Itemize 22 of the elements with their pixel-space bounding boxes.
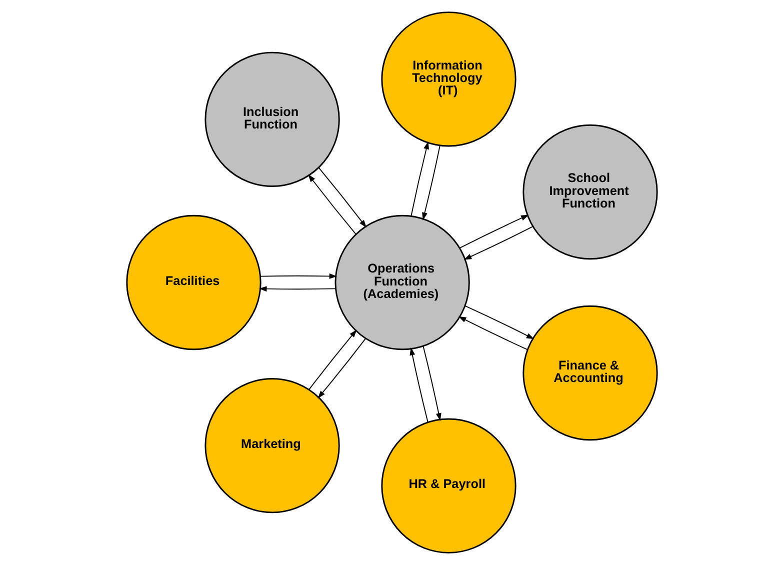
arrow (458, 316, 528, 350)
arrow (318, 167, 367, 228)
arrow (308, 174, 356, 235)
arrow (422, 144, 440, 220)
node-circle: HR & Payroll (381, 418, 516, 554)
arrow (459, 214, 529, 249)
arrow (410, 347, 428, 423)
node-circle: Marketing (204, 378, 340, 514)
arrow (410, 141, 429, 217)
node-circle: Operations Function (Academies) (334, 214, 470, 350)
arrow (308, 330, 357, 390)
node-circle: School Improvement Function (522, 124, 658, 260)
node-circle: Facilities (126, 214, 262, 350)
arrow (464, 226, 534, 260)
arrow (258, 286, 336, 292)
arrow (260, 273, 338, 279)
arrow (318, 338, 366, 398)
node-circle: Inclusion Function (204, 52, 340, 187)
node-circle: Finance & Accounting (522, 305, 658, 441)
node-circle: Information Technology (IT) (381, 12, 516, 147)
arrow (422, 346, 442, 421)
arrow (464, 305, 534, 340)
